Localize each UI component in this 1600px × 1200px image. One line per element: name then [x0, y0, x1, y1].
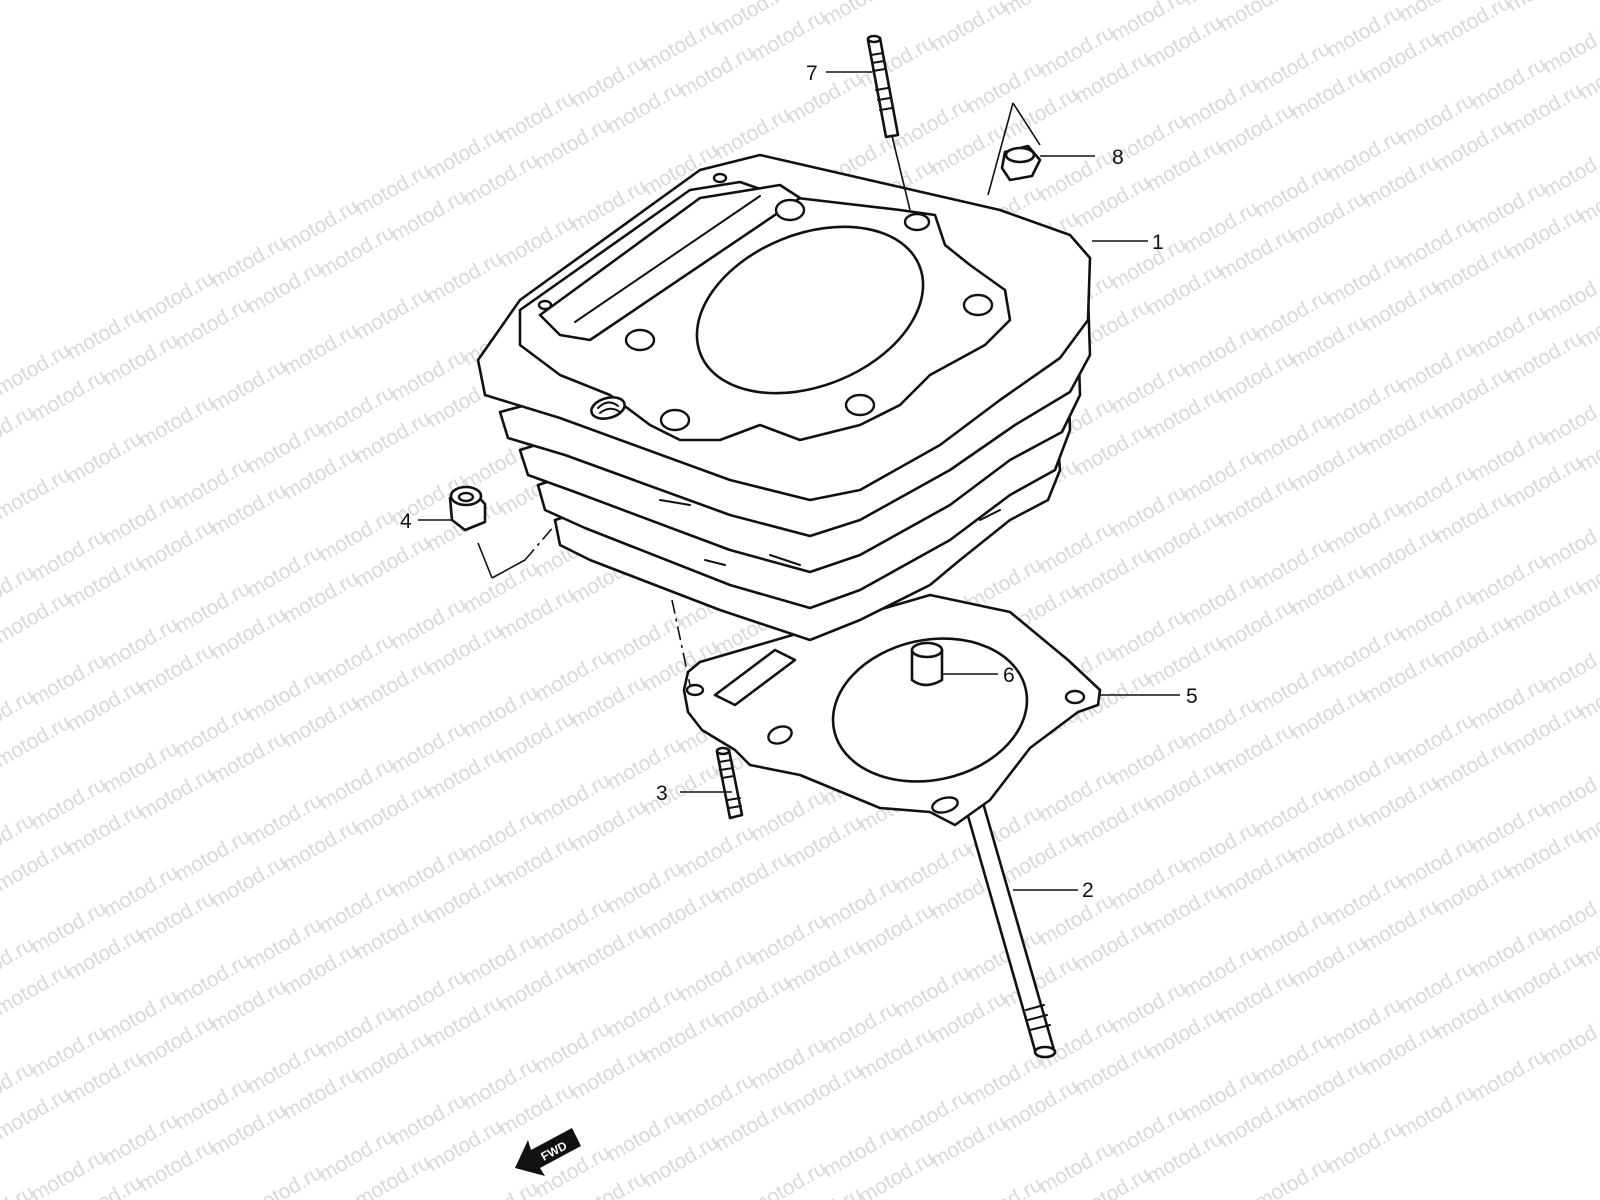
callout-labels: 1 2 3 4 5 6 7 [400, 62, 1198, 902]
callout-7: 7 [806, 62, 872, 85]
dowel-pin [910, 641, 944, 687]
nut-side [448, 485, 556, 579]
forward-arrow-icon [515, 1128, 581, 1176]
callout-7-label: 7 [806, 62, 818, 85]
callout-5-label: 5 [1186, 685, 1198, 708]
callout-4: 4 [400, 510, 452, 533]
cylinder-base-gasket [682, 593, 1102, 827]
callout-1-label: 1 [1152, 231, 1164, 254]
stud-bolt-top [866, 34, 911, 211]
cylinder-block [476, 153, 1092, 642]
callout-2-label: 2 [1082, 879, 1094, 902]
stud-bolt-short [715, 746, 744, 820]
callout-5: 5 [1098, 685, 1198, 708]
callout-6-label: 6 [1003, 664, 1015, 687]
callout-4-label: 4 [400, 510, 412, 533]
callout-6: 6 [942, 664, 1015, 687]
callout-2: 2 [1013, 879, 1094, 902]
callout-8: 8 [1040, 146, 1124, 169]
callout-1: 1 [1092, 231, 1164, 254]
manufacturer-logo [590, 396, 626, 420]
callout-3-label: 3 [656, 782, 668, 805]
forward-direction-indicator: FWD [515, 1128, 581, 1176]
nut-top [987, 102, 1042, 196]
callout-8-label: 8 [1112, 146, 1124, 169]
callout-3: 3 [656, 782, 732, 805]
